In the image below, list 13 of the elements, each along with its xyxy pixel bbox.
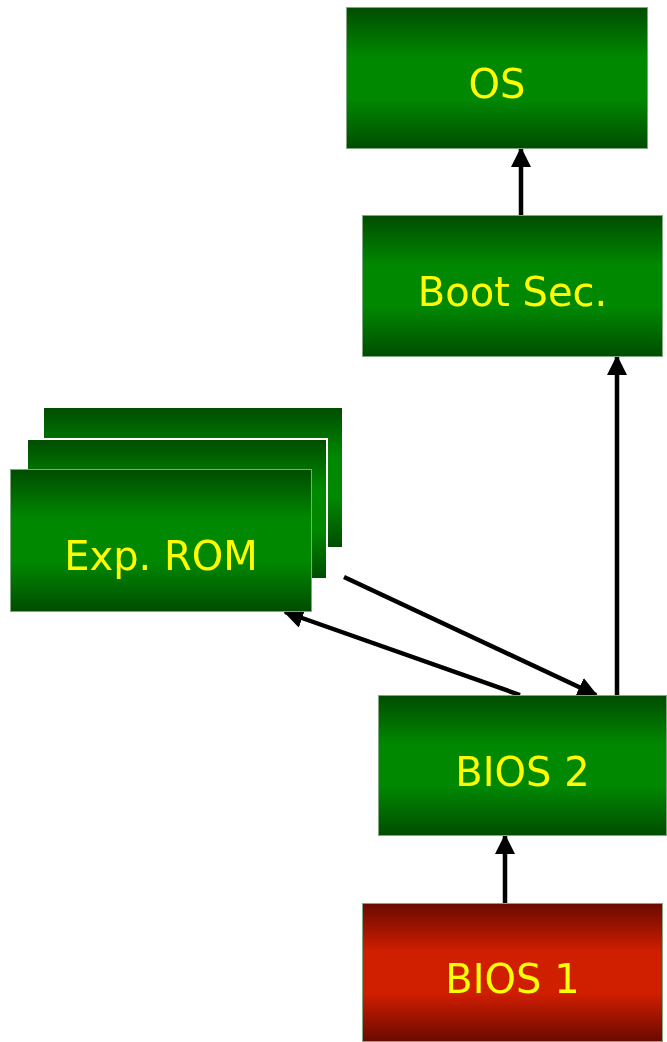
arrow <box>494 834 516 903</box>
box-label: OS <box>468 61 526 107</box>
arrow <box>510 147 532 215</box>
process-box <box>362 215 663 357</box>
box-label: Exp. ROM <box>64 532 258 579</box>
stacked-box <box>10 407 344 612</box>
box-label: Boot Sec. <box>417 269 608 315</box>
arrow <box>606 355 628 695</box>
box-label: BIOS 1 <box>445 955 580 1002</box>
process-box <box>346 7 648 149</box>
start-box <box>362 903 663 1042</box>
box-label: BIOS 2 <box>455 748 590 795</box>
process-box <box>378 695 667 836</box>
